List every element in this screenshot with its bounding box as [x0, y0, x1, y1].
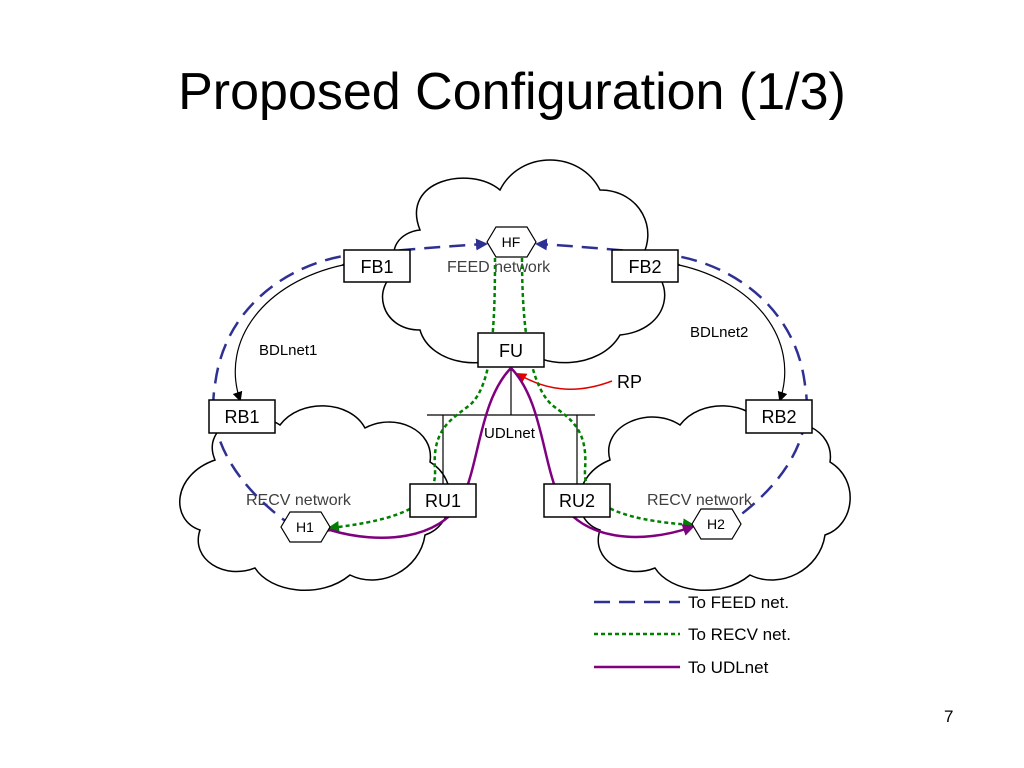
rp-label: RP — [617, 372, 642, 392]
legend: To FEED net. To RECV net. To UDLnet — [594, 593, 791, 677]
slide-number: 7 — [944, 707, 954, 726]
host-h1-label: H1 — [296, 519, 314, 535]
node-rb2-label: RB2 — [761, 407, 796, 427]
feed-path-left — [212, 238, 488, 530]
recv-network-cloud-left — [179, 405, 451, 591]
node-rb1-label: RB1 — [224, 407, 259, 427]
feed-path-right — [535, 238, 808, 530]
feed-network-cloud — [381, 159, 666, 364]
recv-network-cloud-right — [578, 405, 851, 591]
host-hf — [486, 226, 537, 258]
rp-arrow — [516, 372, 613, 390]
bdlnet1-link — [232, 258, 352, 402]
legend-feed-label: To FEED net. — [688, 593, 789, 612]
node-ru1 — [409, 483, 477, 518]
feed-network-label: FEED network — [447, 259, 551, 276]
node-fb2 — [611, 249, 679, 283]
node-fb1 — [343, 249, 411, 283]
legend-recv-label: To RECV net. — [688, 625, 791, 644]
node-fb2-label: FB2 — [628, 257, 661, 277]
bdlnet2-link — [670, 258, 788, 402]
node-ru2 — [543, 483, 611, 518]
recv-network-label-right: RECV network — [647, 492, 753, 509]
host-hf-label: HF — [502, 234, 521, 250]
legend-udl-label: To UDLnet — [688, 658, 769, 677]
node-fu-label: FU — [499, 341, 523, 361]
node-fb1-label: FB1 — [360, 257, 393, 277]
host-h1 — [280, 511, 331, 543]
node-fu — [477, 332, 545, 368]
host-h2 — [691, 508, 742, 540]
bdlnet2-label: BDLnet2 — [690, 324, 748, 341]
slide-title: Proposed Configuration (1/3) — [178, 63, 846, 121]
recv-network-label-left: RECV network — [246, 492, 352, 509]
node-ru1-label: RU1 — [425, 491, 461, 511]
bdlnet1-label: BDLnet1 — [259, 342, 317, 359]
udlnet-label: UDLnet — [484, 425, 536, 442]
node-rb2 — [745, 399, 813, 434]
host-h2-label: H2 — [707, 516, 725, 532]
node-ru2-label: RU2 — [559, 491, 595, 511]
node-rb1 — [208, 399, 276, 434]
